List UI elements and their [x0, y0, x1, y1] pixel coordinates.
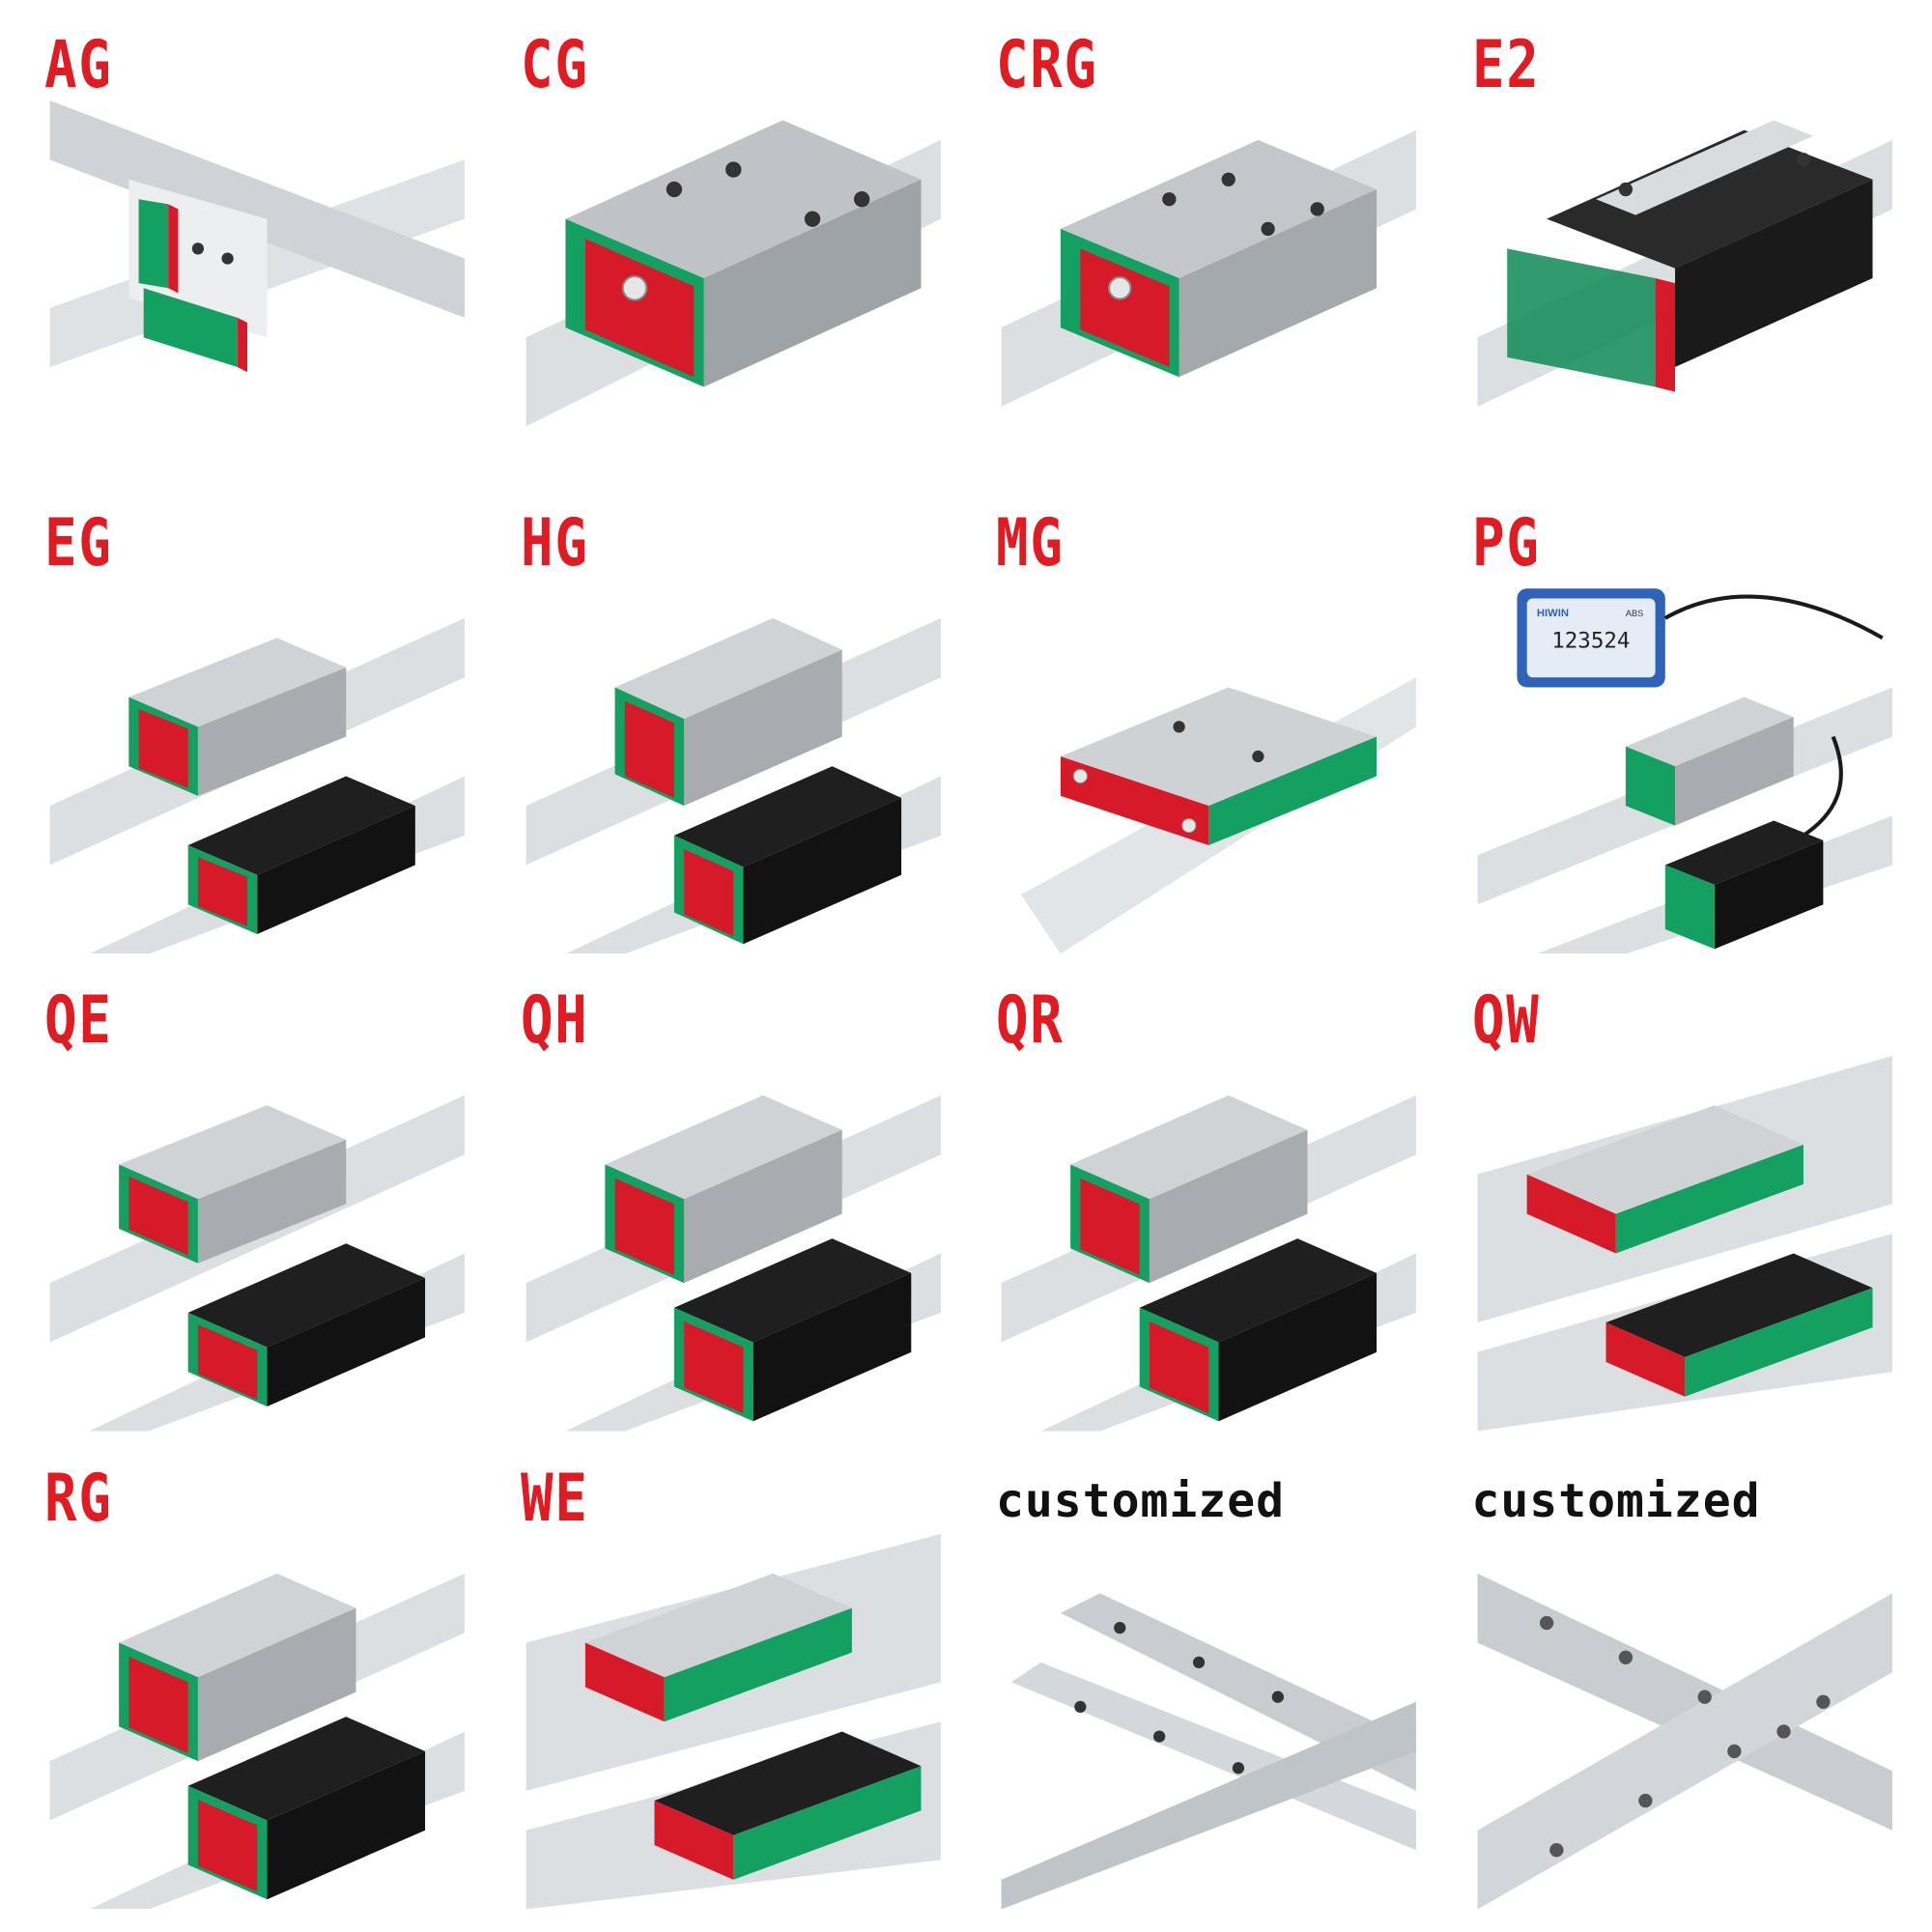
product-cell-qh: QH [515, 979, 952, 1432]
linear-guide-illustration: HIWIN ABS 123524 [1466, 579, 1904, 953]
product-cell-qr: QR [990, 979, 1428, 1432]
linear-guide-illustration [1466, 100, 1904, 476]
product-label: E2 [1471, 27, 1540, 103]
product-cell-ag: AG [39, 23, 476, 476]
product-cell-pg: PG HIWIN ABS 123524 [1466, 501, 1904, 953]
product-cell-hg: HG [515, 501, 952, 953]
product-cell-customized-rails-cross: customized [990, 1457, 1428, 1909]
product-cell-crg: CRG [990, 23, 1428, 476]
product-cell-we: WE [515, 1457, 952, 1909]
product-cell-e2: E2 [1466, 23, 1904, 476]
linear-guide-illustration [1466, 1056, 1904, 1432]
product-label: customized [996, 1473, 1285, 1528]
product-cell-rg: RG [39, 1457, 476, 1909]
rail-illustration [990, 1534, 1428, 1909]
product-cell-eg: EG [39, 501, 476, 953]
linear-guide-illustration [515, 1533, 952, 1909]
linear-guide-illustration [515, 1056, 952, 1432]
product-cell-mg: MG [990, 501, 1428, 953]
linear-guide-illustration [39, 579, 476, 953]
product-label: WE [520, 1460, 588, 1537]
product-label: RG [44, 1460, 113, 1537]
display-mode: ABS [1625, 608, 1642, 617]
linear-guide-illustration [39, 1534, 476, 1909]
product-label: CRG [996, 27, 1098, 103]
product-label: QE [44, 982, 113, 1059]
product-label: QR [996, 982, 1065, 1059]
product-label: QW [1471, 982, 1540, 1059]
product-cell-customized-rails-flat: customized [1466, 1457, 1904, 1909]
linear-guide-illustration [39, 100, 476, 476]
product-label: customized [1471, 1473, 1761, 1528]
display-value: 123524 [1551, 628, 1630, 653]
linear-guide-illustration [515, 100, 952, 476]
product-cell-qe: QE [39, 979, 476, 1432]
product-label: PG [1471, 504, 1540, 582]
linear-guide-illustration [990, 579, 1428, 953]
linear-guide-illustration [515, 579, 952, 953]
rail-illustration [1466, 1534, 1904, 1909]
product-label: QH [520, 982, 588, 1059]
linear-guide-illustration [39, 1056, 476, 1432]
linear-guide-illustration [990, 100, 1428, 476]
product-grid: AG CG [39, 23, 1903, 1909]
product-cell-cg: CG [515, 23, 952, 476]
product-label: MG [996, 504, 1065, 582]
product-cell-qw: QW [1466, 979, 1904, 1432]
product-label: EG [44, 504, 113, 582]
linear-guide-illustration [990, 1056, 1428, 1432]
product-label: CG [520, 27, 588, 103]
product-label: HG [520, 504, 588, 582]
product-label: AG [44, 27, 113, 103]
display-brand: HIWIN [1536, 607, 1568, 618]
